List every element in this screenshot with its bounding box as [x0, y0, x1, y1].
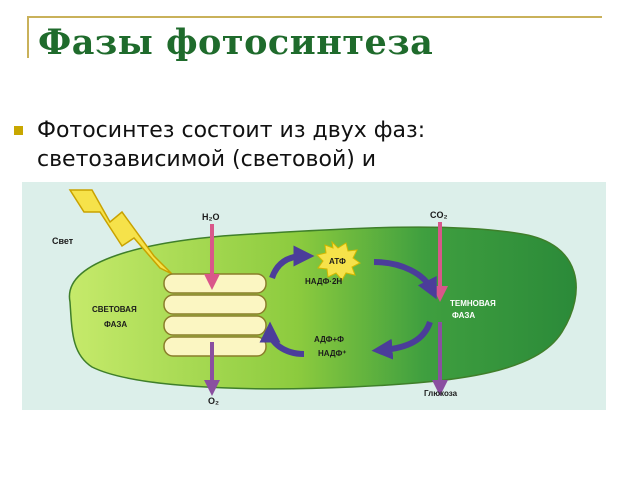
dark-phase-label-1: ТЕМНОВАЯ — [450, 299, 496, 308]
atp-label: АТФ — [329, 257, 346, 266]
dark-phase-label-2: ФАЗА — [452, 311, 475, 320]
water-label: H₂O — [202, 212, 220, 222]
adp-label: АДФ+Ф — [314, 335, 344, 344]
glucose-label: Глюкоза — [424, 389, 458, 398]
bullet-text: Фотосинтез состоит из двух фаз: светозав… — [37, 116, 607, 174]
slide-frame-top — [27, 16, 602, 18]
cycle-arrow-left-bottom — [259, 321, 305, 357]
nadph-label: НАДФ·2Н — [305, 277, 342, 286]
diagram-canvas: Свет H₂O CO₂ O₂ Глюкоза АТФ НАДФ·2Н АДФ+… — [22, 182, 606, 410]
slide-frame-left — [27, 16, 29, 58]
bullet-line-1: Фотосинтез состоит из двух фаз: — [37, 118, 426, 143]
lightning-bolt-icon — [68, 189, 173, 275]
photosynthesis-diagram: Свет H₂O CO₂ O₂ Глюкоза АТФ НАДФ·2Н АДФ+… — [22, 182, 606, 440]
light-phase-label-1: СВЕТОВАЯ — [92, 305, 137, 314]
cycle-arrow-left-top — [269, 245, 315, 280]
oxygen-label: O₂ — [208, 396, 219, 406]
slide-title: Фазы фотосинтеза — [38, 22, 434, 63]
light-label: Свет — [52, 236, 74, 246]
cycle-arrow-right-top — [373, 259, 437, 300]
nadp-label: НАДФ⁺ — [318, 349, 347, 358]
co2-label: CO₂ — [430, 210, 448, 220]
bullet-marker — [14, 126, 23, 135]
light-phase-label-2: ФАЗА — [104, 320, 127, 329]
cycle-arrow-right-bottom — [371, 320, 433, 360]
atp-starburst — [316, 240, 361, 281]
thylakoid-stack — [163, 273, 267, 357]
bullet-line-2: светозависимой (световой) и — [37, 147, 377, 172]
